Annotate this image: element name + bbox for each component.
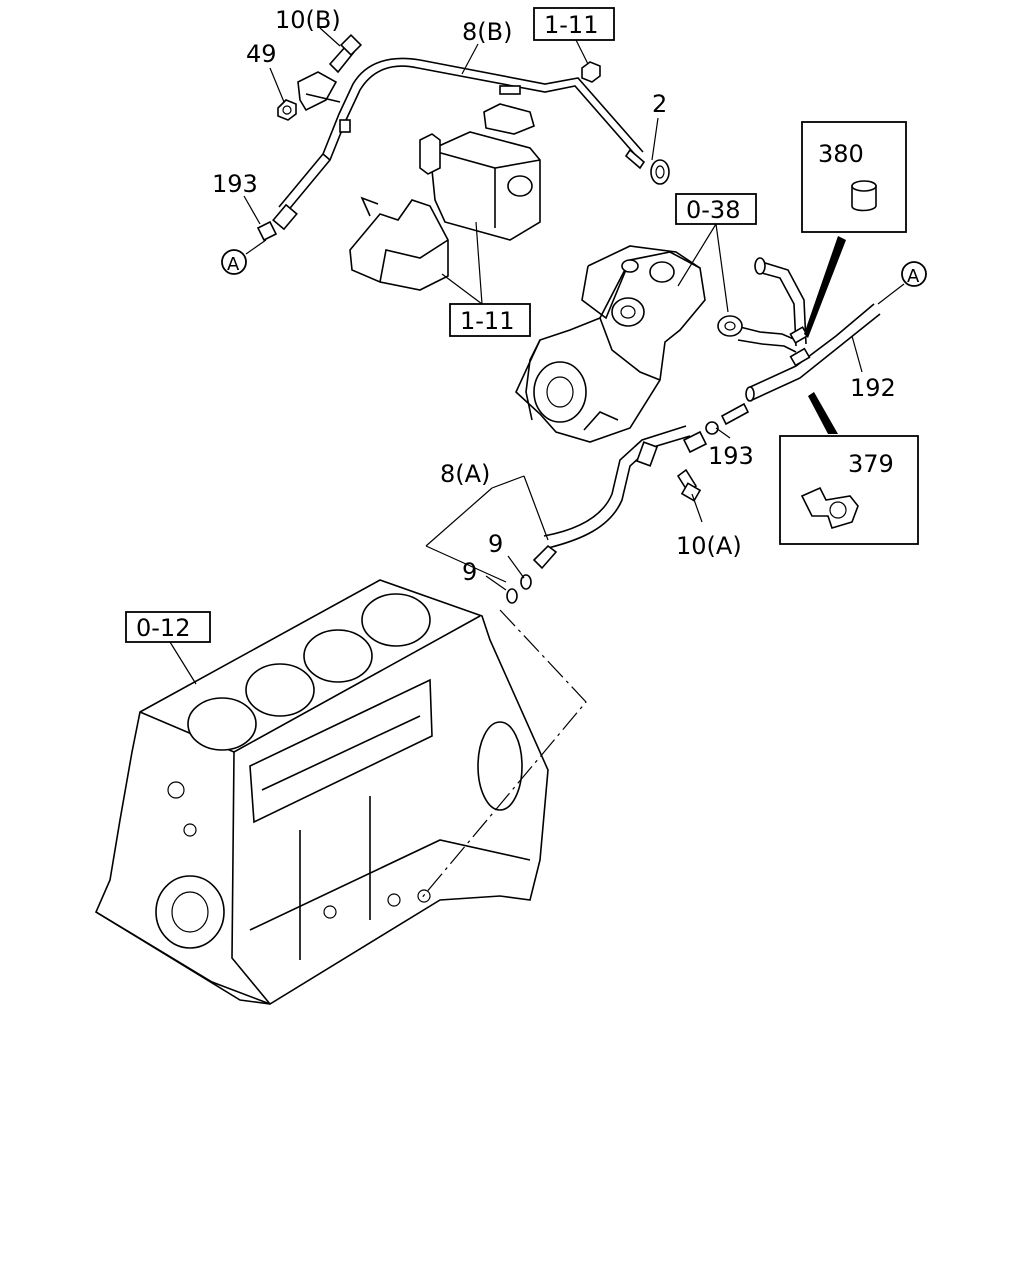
pipe-clip-left (297, 71, 341, 112)
callout-9-lower: 9 (462, 558, 477, 586)
inset-pointers (804, 236, 846, 434)
callout-380: 380 (818, 140, 864, 168)
callout-2: 2 (652, 90, 667, 118)
tank-assembly (349, 131, 541, 291)
air-compressor (515, 245, 706, 443)
pipe-clip-right (483, 103, 535, 135)
callout-10b: 10(B) (275, 6, 341, 34)
hose-192 (745, 303, 881, 402)
washer-9b (506, 588, 518, 604)
marker-label-a-right: A (907, 266, 920, 287)
marker-a-left (221, 249, 247, 275)
pipe-0-38 (717, 257, 807, 353)
ref-box-0-12 (125, 611, 211, 643)
ref-label-0-38: 0-38 (686, 196, 740, 224)
fitting-2 (650, 159, 670, 185)
nut-top (581, 61, 601, 83)
inset-box-380 (801, 121, 907, 233)
callout-192: 192 (850, 374, 896, 402)
callout-8a: 8(A) (440, 460, 490, 488)
marker-label-a-left: A (227, 254, 240, 275)
bolt-10a (676, 468, 702, 502)
ref-label-0-12: 0-12 (136, 614, 190, 642)
ref-label-1-11-mid: 1-11 (460, 307, 514, 335)
callout-193-mid: 193 (708, 442, 754, 470)
inset-box-379 (779, 435, 919, 545)
ref-box-1-11-mid (449, 303, 531, 337)
nut-49 (277, 99, 297, 121)
callout-10a: 10(A) (676, 532, 742, 560)
pipe-8a (532, 425, 691, 570)
callout-8b: 8(B) (462, 18, 512, 46)
callout-9-upper: 9 (488, 530, 503, 558)
ref-box-0-38 (675, 193, 757, 225)
ref-label-1-11-top: 1-11 (544, 11, 598, 39)
engine-block (94, 579, 549, 1005)
washer-9a (520, 574, 532, 590)
bolt-10b (328, 33, 363, 74)
callout-49: 49 (246, 40, 277, 68)
callout-193-top: 193 (212, 170, 258, 198)
connector-parts (682, 402, 750, 454)
pipe-8b (272, 57, 646, 231)
callout-379: 379 (848, 450, 894, 478)
marker-a-right (901, 261, 927, 287)
bolt-193-top (256, 220, 278, 242)
ref-box-1-11-top (533, 7, 615, 41)
